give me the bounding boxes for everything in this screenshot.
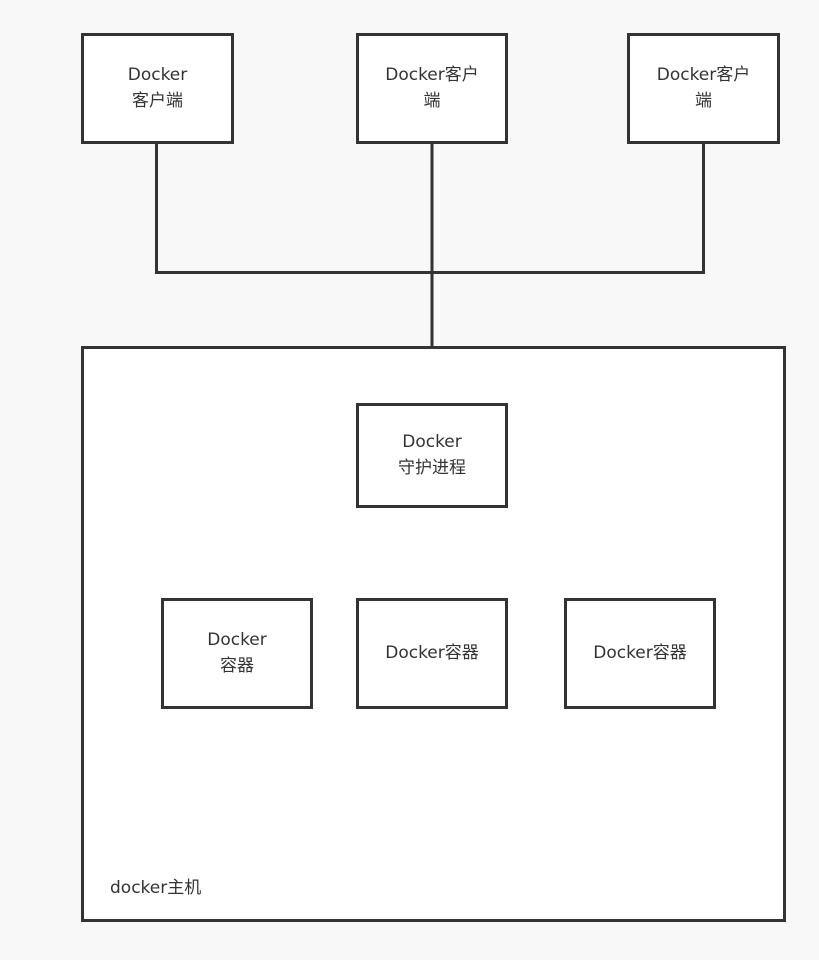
edge-client-3-to-daemon [432,144,705,274]
docker-host-label: docker主机 [110,878,202,899]
docker-container-node-2: Docker容器 [356,598,508,709]
docker-client-node-3: Docker客户 端 [627,33,780,144]
docker-daemon-node: Docker 守护进程 [356,403,508,508]
docker-client-node-1: Docker 客户端 [81,33,234,144]
docker-container-node-3: Docker容器 [564,598,716,709]
edge-client-1-to-daemon [155,144,432,274]
docker-container-node-1: Docker 容器 [161,598,313,709]
docker-client-node-2: Docker客户 端 [356,33,508,144]
